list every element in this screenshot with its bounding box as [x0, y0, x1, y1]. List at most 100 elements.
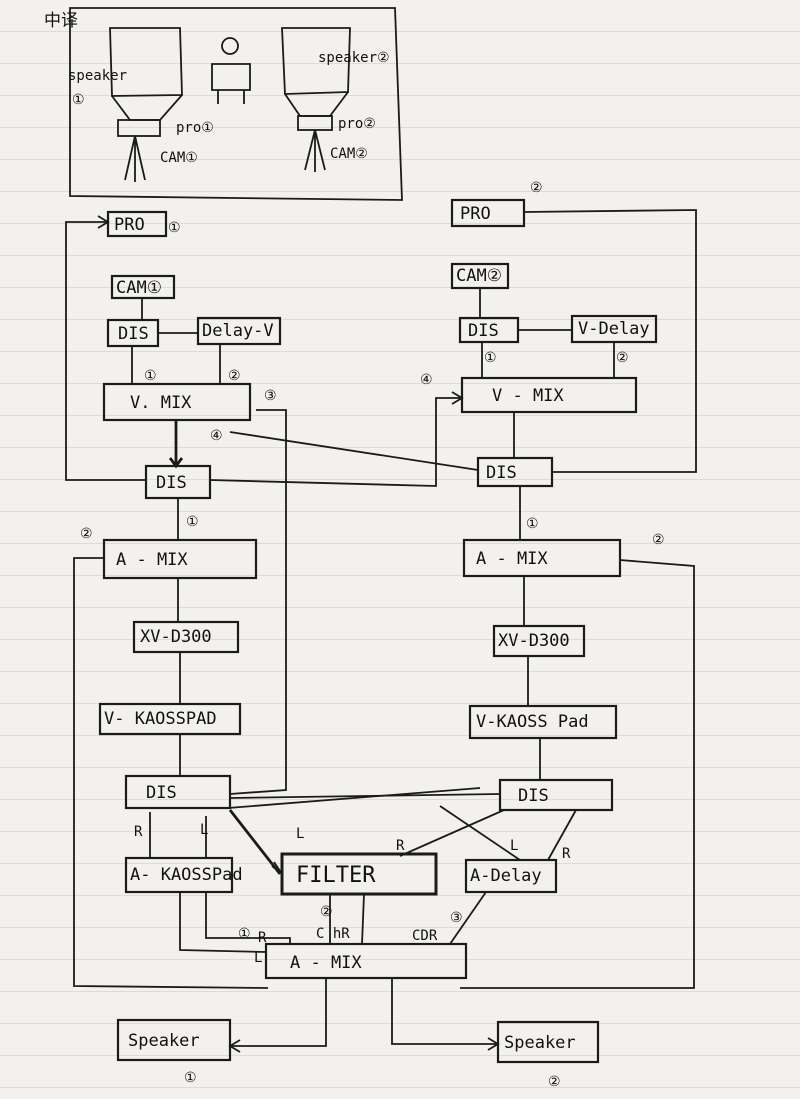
port-label-n1-a: ①: [144, 368, 157, 384]
lectern-icon: [211, 63, 251, 104]
port-labels: ① ② ③ ④ ① ② ① ② ④ ① ② R L L R L R ① L R …: [80, 350, 665, 966]
port-label-n4-b: ④: [420, 372, 433, 388]
left-dis-mid-label: DIS: [156, 473, 187, 493]
right-dis-bottom-box: DIS: [498, 778, 614, 812]
final-amix-label: A - MIX: [290, 953, 362, 973]
port-label-R-left: R: [134, 824, 143, 840]
port-label-n1-e: ①: [238, 926, 251, 942]
port-label-n1-b: ①: [186, 514, 199, 530]
speaker1-num: ①: [184, 1070, 197, 1086]
right-pro-num: ②: [530, 180, 543, 196]
final-amix-box: A - MIX: [264, 942, 468, 980]
venue-cam-left: CAM①: [160, 150, 198, 166]
port-label-n2-c: ②: [616, 350, 629, 366]
speaker2-num: ②: [548, 1074, 561, 1090]
port-label-L-bottom: L: [254, 950, 262, 966]
right-kaoss-label: V-KAOSS Pad: [476, 712, 589, 732]
left-amix-label: A - MIX: [116, 550, 188, 570]
port-label-R-filter: R: [396, 838, 405, 854]
venue-speaker-right: speaker②: [318, 50, 390, 66]
left-vmix-label: V. MIX: [130, 393, 192, 413]
left-pro-box: PRO: [106, 210, 168, 238]
signal-wires: [65, 209, 697, 1047]
right-vdelay-label: V-Delay: [578, 319, 650, 339]
arrow-heads: [97, 215, 500, 1053]
right-amix-label: A - MIX: [476, 549, 548, 569]
venue-pro-left: pro①: [176, 120, 214, 136]
left-kaoss-box: V- KAOSSPAD: [98, 702, 242, 736]
left-pro-num: ①: [168, 220, 181, 236]
right-xv-label: XV-D300: [498, 631, 570, 651]
right-dis-mid-label: DIS: [486, 463, 517, 483]
port-label-n4-a: ④: [210, 428, 223, 444]
right-pro-label: PRO: [460, 204, 491, 224]
person-head-icon: [221, 37, 239, 55]
port-label-n2-d: ②: [652, 532, 665, 548]
venue-speaker-left-num: ①: [72, 92, 85, 108]
screen-left-icon: [109, 27, 183, 97]
right-kaoss-box: V-KAOSS Pad: [468, 704, 618, 740]
right-dis-mid-box: DIS: [476, 456, 554, 488]
tripod-left-icon: [124, 135, 146, 182]
port-label-n2-a: ②: [228, 368, 241, 384]
right-xv-box: XV-D300: [492, 624, 586, 658]
left-vdelay-label: Delay-V: [202, 321, 274, 341]
left-dis-mid-box: DIS: [144, 464, 212, 500]
left-dis-bottom-label: DIS: [146, 783, 177, 803]
right-cam-box: CAM②: [450, 262, 510, 290]
right-dis-bottom-label: DIS: [518, 786, 549, 806]
tripod-right-icon: [304, 129, 326, 172]
right-dis-top-label: DIS: [468, 321, 499, 341]
venue-frame: [69, 7, 403, 201]
left-amix-box: A - MIX: [102, 538, 258, 580]
venue-pro-right: pro②: [338, 116, 376, 132]
projector-right-icon: [297, 115, 333, 131]
port-label-L-left: L: [200, 822, 208, 838]
port-label-chr: C hR: [316, 926, 350, 942]
left-cam-box: CAM①: [110, 274, 176, 300]
right-a-delay-label: A-Delay: [470, 866, 542, 886]
filter-label: FILTER: [296, 863, 376, 888]
speaker2-label: Speaker: [504, 1033, 576, 1053]
speaker1-label: Speaker: [128, 1031, 200, 1051]
port-label-L-filter: L: [296, 826, 304, 842]
port-label-n1-d: ①: [526, 516, 539, 532]
speaker1-box: Speaker: [116, 1018, 232, 1062]
port-label-n3-a: ③: [264, 388, 277, 404]
left-dis-top-label: DIS: [118, 324, 149, 344]
left-kaoss-label: V- KAOSSPAD: [104, 709, 217, 729]
port-label-L-right: L: [510, 838, 518, 854]
left-a-kaoss-box: A- KAOSSPad: [124, 856, 243, 894]
projection-right-icon: [284, 91, 349, 117]
left-vmix-box: V. MIX: [102, 382, 252, 422]
right-vdelay-box: V-Delay: [570, 314, 658, 344]
venue-speaker-left: speaker: [68, 68, 127, 84]
port-label-n2-e: ②: [320, 904, 333, 920]
left-dis-top-box: DIS: [106, 318, 160, 348]
port-label-n3-e: ③: [450, 910, 463, 926]
right-cam-label: CAM②: [456, 266, 502, 286]
right-a-delay-box: A-Delay: [464, 858, 558, 894]
speaker2-box: Speaker: [496, 1020, 600, 1064]
left-vdelay-box: Delay-V: [196, 316, 282, 346]
left-pro-label: PRO: [114, 215, 145, 235]
left-cam-label: CAM①: [116, 278, 162, 298]
right-vmix-box: V - MIX: [460, 376, 638, 414]
right-pro-box: PRO: [450, 198, 526, 228]
venue-cam-right: CAM②: [330, 146, 368, 162]
left-dis-bottom-box: DIS: [124, 774, 232, 810]
projection-left-icon: [111, 94, 183, 121]
right-vmix-label: V - MIX: [492, 386, 564, 406]
right-amix-box: A - MIX: [462, 538, 622, 578]
projector-left-icon: [117, 119, 161, 137]
venue-sketch: 中译 speaker ① pro① CAM① speaker② pro② CAM…: [44, 7, 403, 201]
port-label-R-right: R: [562, 846, 571, 862]
header-label: 中译: [44, 11, 78, 31]
left-xv-label: XV-D300: [140, 627, 212, 647]
port-label-R-bottom: R: [258, 930, 267, 946]
right-dis-top-box: DIS: [458, 316, 520, 344]
port-label-cdr: CDR: [412, 928, 438, 944]
left-a-kaoss-label: A- KAOSSPad: [130, 865, 243, 885]
